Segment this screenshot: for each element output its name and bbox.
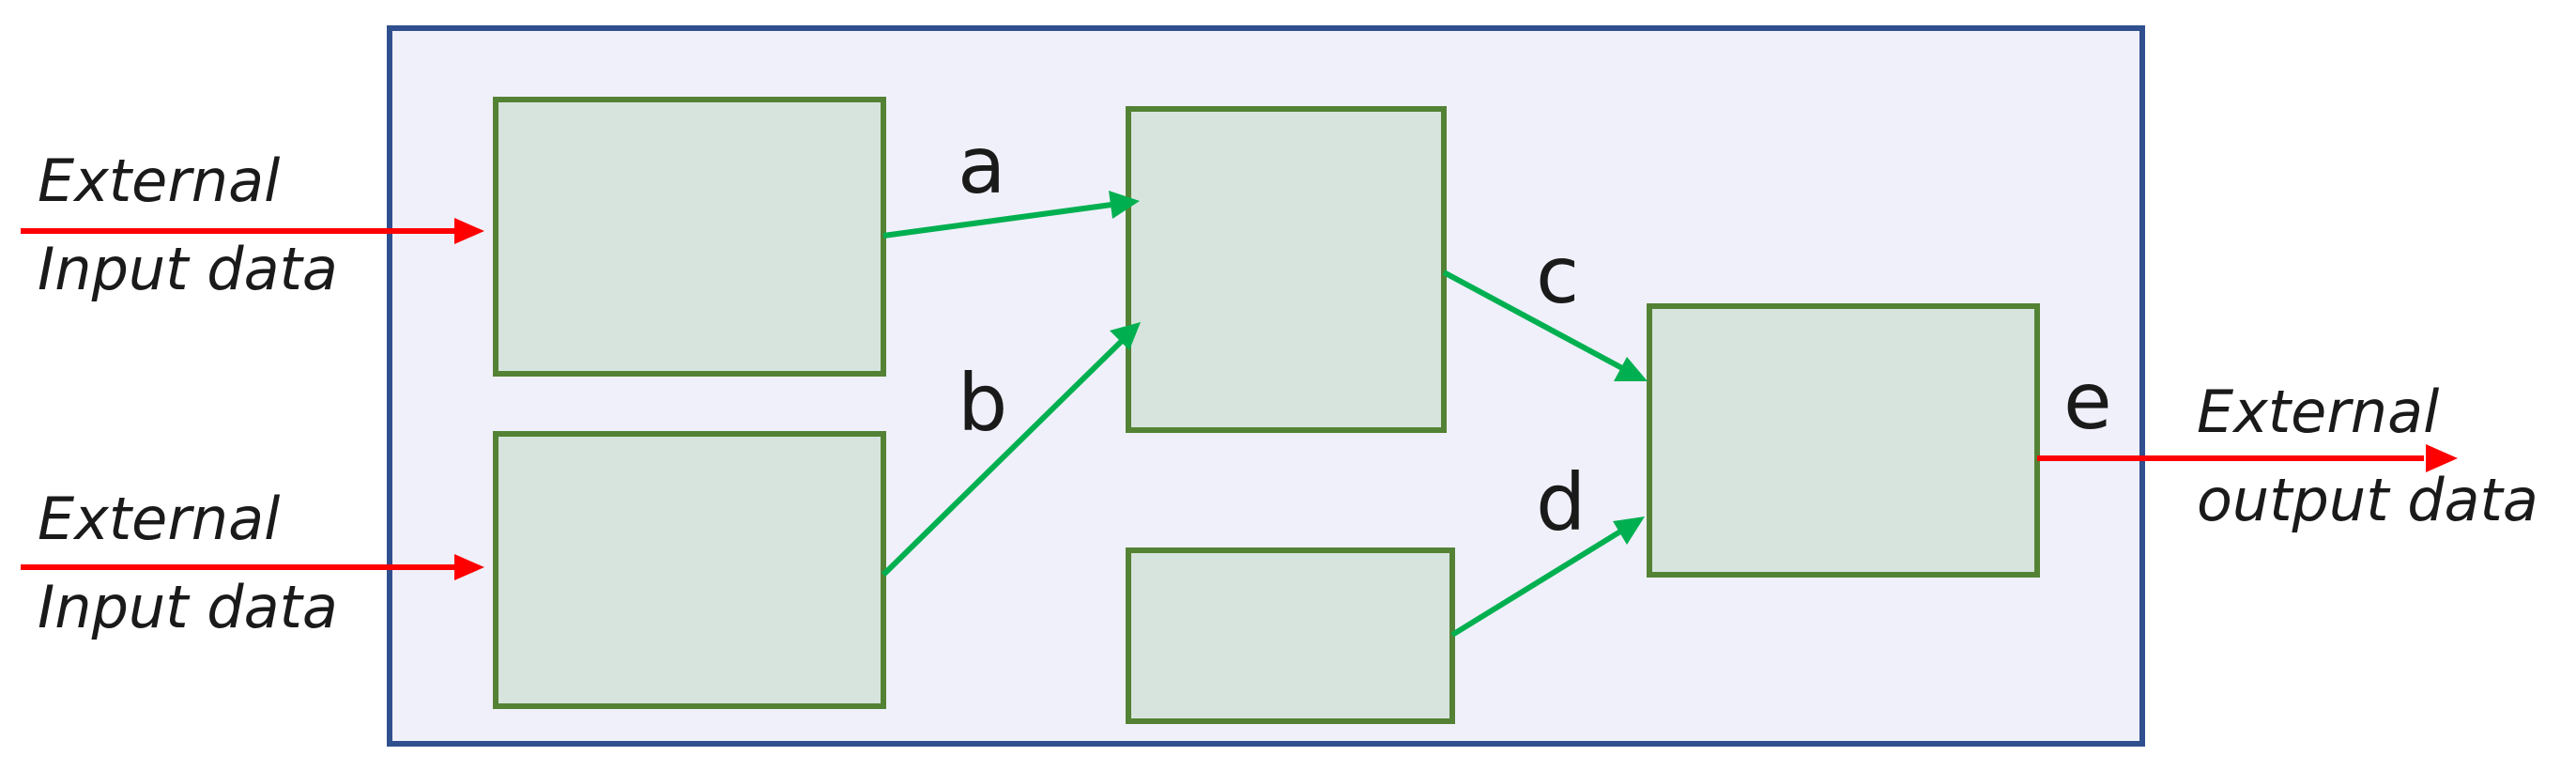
- flow-arrow-a: [882, 191, 1140, 239]
- external-input-arrow-2: [21, 554, 484, 580]
- process-box-lower: [1126, 547, 1455, 724]
- external-output-arrow: [2037, 444, 2458, 472]
- edge-label-d: d: [1536, 456, 1586, 548]
- flow-arrow-d: [1450, 517, 1645, 638]
- edge-label-a: a: [958, 119, 1005, 211]
- edge-label-c: c: [1536, 229, 1579, 321]
- process-box-input-2: [493, 431, 886, 709]
- flow-arrow-b: [881, 322, 1141, 578]
- external-input-label-2-line1: External: [38, 485, 280, 553]
- process-box-output: [1647, 303, 2040, 578]
- process-box-middle: [1126, 106, 1447, 433]
- edge-label-b: b: [958, 357, 1007, 449]
- external-output-label-line1: External: [2197, 378, 2439, 446]
- external-input-label-2-line2: Input data: [38, 573, 338, 641]
- external-input-arrow-1: [21, 218, 484, 244]
- external-input-label-1-line2: Input data: [38, 235, 338, 303]
- external-output-label-line2: output data: [2197, 466, 2538, 534]
- edge-label-e: e: [2063, 355, 2112, 447]
- process-box-input-1: [493, 97, 886, 377]
- flow-arrow-c: [1442, 270, 1648, 381]
- external-input-label-1-line1: External: [38, 146, 280, 215]
